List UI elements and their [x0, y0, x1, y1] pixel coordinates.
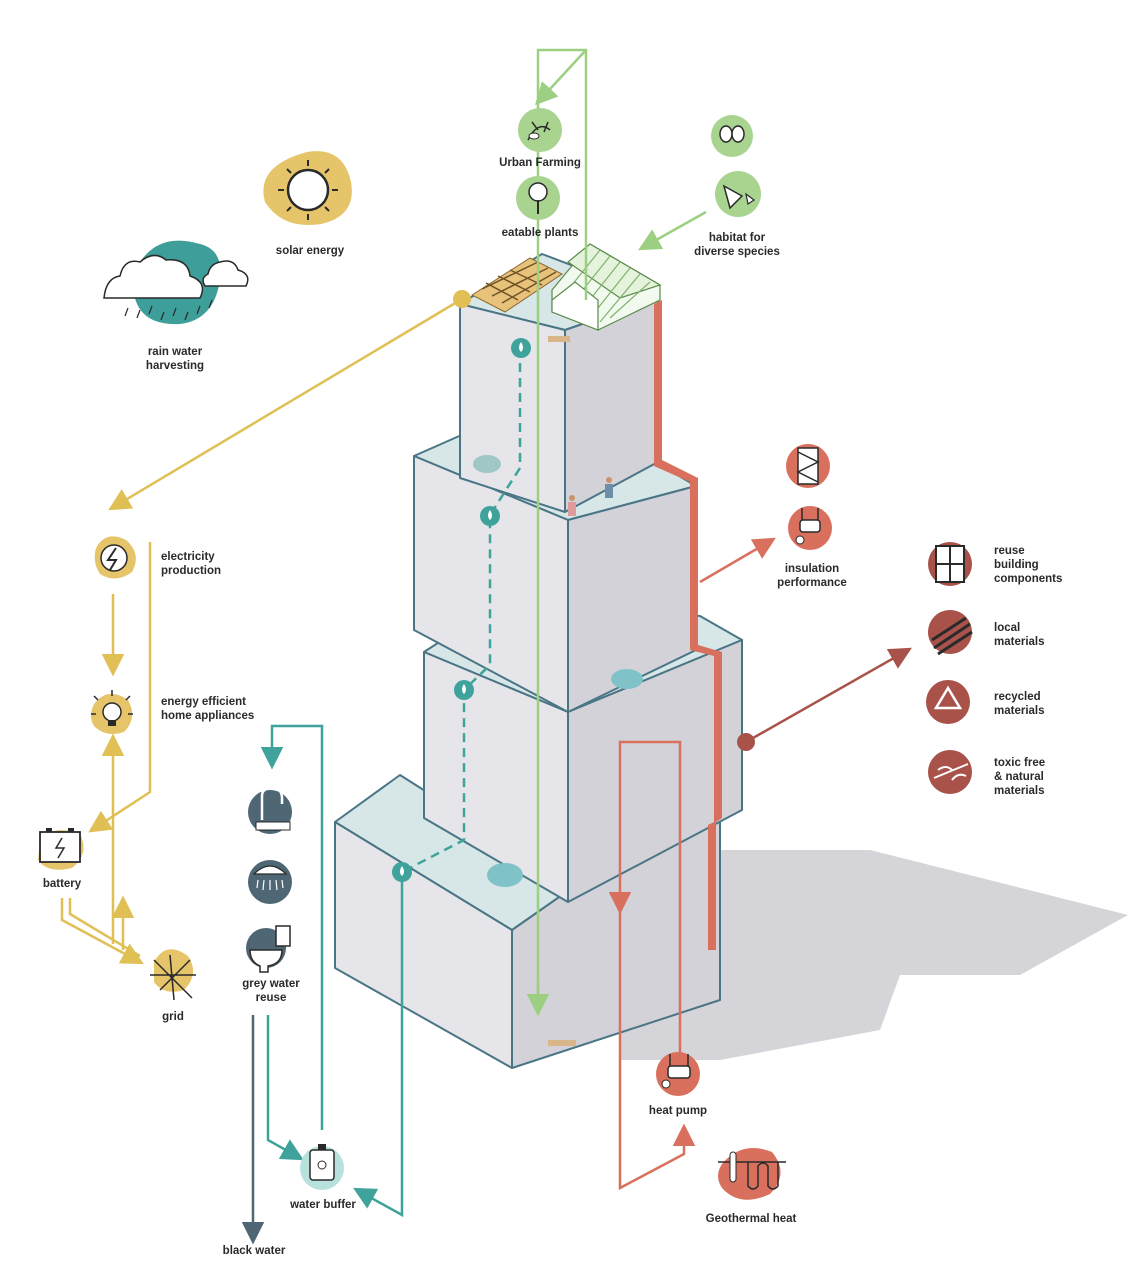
appliances-label-line-2: home appliances — [161, 710, 255, 722]
habitat-label: habitat for diverse species — [694, 231, 780, 259]
thermometer-icon — [788, 506, 832, 550]
local-label-line-2: materials — [994, 636, 1045, 648]
reuse-components-label: reuse building components — [994, 544, 1062, 586]
butterfly-icon — [711, 115, 753, 157]
appliances-label: energy efficient home appliances — [161, 695, 254, 723]
window-icon — [928, 542, 972, 586]
energy-flow-lines — [60, 290, 471, 965]
local-materials-label: local materials — [994, 621, 1045, 649]
birds-icon — [715, 171, 761, 217]
grid-label: grid — [162, 1011, 184, 1023]
water-drop-icon — [392, 338, 531, 882]
solar-energy-label: solar energy — [275, 245, 345, 257]
recycled-materials-label: recycled materials — [994, 690, 1045, 718]
heat-pump-icon — [656, 1052, 700, 1096]
water-buffer-icon — [300, 1144, 344, 1190]
shower-icon — [248, 860, 292, 904]
electricity-label: electricity production — [161, 550, 221, 578]
people — [548, 336, 613, 1046]
reuse-label-line-1: reuse — [994, 545, 1025, 557]
eatable-plants-icon — [516, 176, 560, 220]
grey-water-label-line-2: reuse — [255, 992, 287, 1004]
geothermal-icon — [718, 1148, 786, 1200]
local-label-line-1: local — [994, 622, 1021, 634]
recycled-label-line-1: recycled — [994, 691, 1041, 703]
rain-label-line-1: rain water — [147, 346, 203, 358]
insulation-label-line-1: insulation — [784, 563, 840, 575]
water-flow-lines — [260, 348, 522, 1218]
grey-water-label: grey water reuse — [242, 977, 300, 1005]
battery-icon — [38, 828, 84, 870]
rain-label-line-2: harvesting — [145, 360, 205, 372]
light-bulb-icon — [91, 690, 133, 734]
electricity-label-line-1: electricity — [161, 551, 215, 563]
toilet-icon — [246, 925, 291, 973]
habitat-label-line-2: diverse species — [694, 246, 780, 258]
toxic-label-line-3: materials — [994, 785, 1045, 797]
recycle-icon — [926, 680, 970, 724]
insulation-label: insulation performance — [777, 562, 847, 590]
insulation-icon — [786, 444, 830, 488]
toxic-free-label: toxic free & natural materials — [994, 756, 1045, 798]
green-flow-line — [536, 48, 588, 1010]
building-shadow — [620, 850, 1128, 1060]
grey-water-label-line-1: grey water — [242, 978, 300, 990]
water-buffer-label: water buffer — [290, 1199, 356, 1211]
heat-flow-lines — [608, 537, 776, 1191]
insulation-wall — [654, 300, 722, 950]
reuse-label-line-2: building — [994, 559, 1039, 571]
appliances-label-line-1: energy efficient — [161, 696, 246, 708]
reuse-label-line-3: components — [994, 573, 1063, 585]
insulation-label-line-2: performance — [777, 577, 847, 589]
toxic-label-line-2: & natural — [994, 771, 1044, 783]
lightning-icon — [94, 536, 136, 579]
rain-water-label: rain water harvesting — [146, 345, 204, 373]
terrace-plants — [473, 455, 643, 887]
natural-materials-icon — [928, 750, 972, 794]
timber-icon — [928, 610, 973, 656]
green-arrow-habitat — [638, 210, 707, 251]
grid-icon — [150, 949, 196, 1001]
building-block-4 — [334, 774, 721, 1069]
black-water-label: black water — [222, 1245, 286, 1257]
habitat-label-line-1: habitat for — [708, 232, 766, 244]
materials-flow-line — [737, 647, 912, 751]
heat-pump-label: heat pump — [648, 1105, 708, 1117]
battery-label: battery — [42, 878, 82, 890]
toxic-label-line-1: toxic free — [994, 757, 1046, 769]
recycled-label-line-2: materials — [994, 705, 1045, 717]
sun-icon — [263, 151, 352, 226]
geothermal-label: Geothermal heat — [705, 1213, 797, 1225]
electricity-label-line-2: production — [161, 565, 222, 577]
solar-panels — [470, 257, 563, 313]
urban-farming-label: Urban Farming — [499, 157, 581, 169]
eatable-plants-label: eatable plants — [501, 227, 579, 239]
urban-farming-icon — [518, 108, 562, 152]
faucet-icon — [248, 786, 292, 834]
rain-cloud-icon — [103, 240, 249, 325]
